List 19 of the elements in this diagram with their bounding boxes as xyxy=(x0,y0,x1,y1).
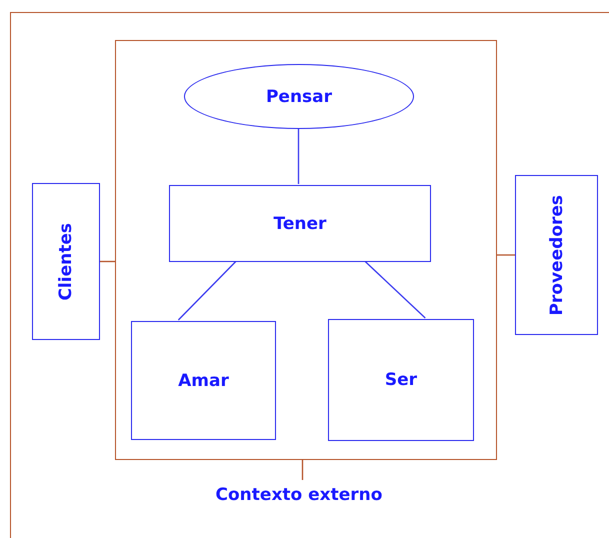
node-label: Pensar xyxy=(266,86,332,106)
connector-line xyxy=(364,260,426,318)
node-label: Clientes xyxy=(56,222,76,300)
node-label: Contexto externo xyxy=(216,485,382,505)
node-label: Tener xyxy=(274,214,326,234)
process-box xyxy=(131,321,276,440)
connector-line xyxy=(178,260,237,320)
node-label: Proveedores xyxy=(546,194,566,316)
connector-line xyxy=(100,260,115,262)
process-box xyxy=(32,183,100,340)
process-box xyxy=(515,175,598,335)
process-box xyxy=(328,319,474,441)
node-label: Ser xyxy=(384,370,418,390)
context-frame xyxy=(115,40,497,460)
process-box xyxy=(169,185,431,262)
node-label: Amar xyxy=(178,370,229,390)
connector-line xyxy=(302,460,304,480)
connector-line xyxy=(298,128,300,184)
connector-line xyxy=(497,254,515,256)
